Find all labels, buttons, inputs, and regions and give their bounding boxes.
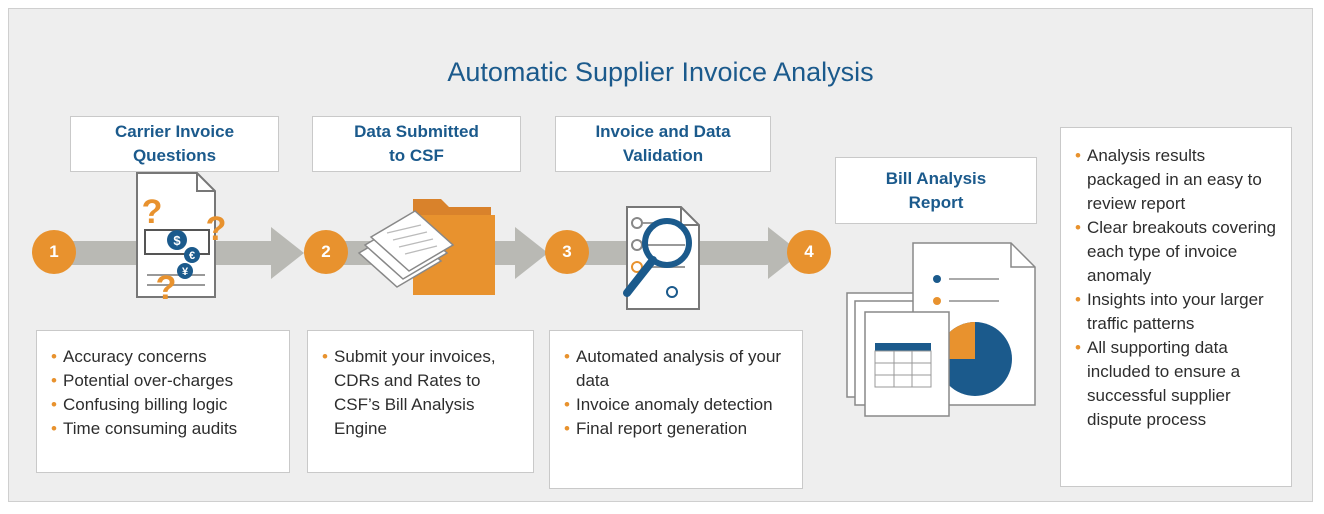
stage-3-title: Invoice and Data Validation (555, 116, 771, 172)
stage-4-title: Bill Analysis Report (835, 157, 1037, 224)
list-item: Submit your invoices, CDRs and Rates to … (322, 345, 521, 441)
question-mark-3: ? (156, 269, 177, 307)
magnifier-document-icon (623, 206, 700, 310)
step-4-badge: 4 (787, 230, 831, 274)
step-2-badge: 2 (304, 230, 348, 274)
list-item: Invoice anomaly detection (564, 393, 790, 417)
list-item: Clear breakouts covering each type of in… (1075, 216, 1279, 288)
yen-glyph: ¥ (182, 266, 189, 278)
flow-graphics: $ € ¥ ? ? ? (54, 172, 1036, 417)
step-1-badge: 1 (32, 230, 76, 274)
question-mark-1: ? (142, 193, 163, 231)
stage-1-title: Carrier Invoice Questions (70, 116, 279, 172)
question-mark-2: ? (206, 210, 227, 248)
diagram-panel: Automatic Supplier Invoice Analysis Carr… (8, 8, 1313, 502)
euro-glyph: € (189, 250, 195, 262)
list-item: Confusing billing logic (51, 393, 277, 417)
report-chart-icon (846, 242, 1036, 417)
stage-1-details: Accuracy concerns Potential over-charges… (36, 330, 290, 473)
step-3-badge: 3 (545, 230, 589, 274)
list-item: Automated analysis of your data (564, 345, 790, 393)
list-item: Time consuming audits (51, 417, 277, 441)
list-item: Accuracy concerns (51, 345, 277, 369)
dollar-glyph: $ (173, 233, 181, 248)
list-item: Analysis results packaged in an easy to … (1075, 144, 1279, 216)
documents-folder-icon (357, 199, 495, 295)
stage-3-details: Automated analysis of your data Invoice … (549, 330, 803, 489)
list-item: Insights into your larger traffic patter… (1075, 288, 1279, 336)
stage-2-details: Submit your invoices, CDRs and Rates to … (307, 330, 534, 473)
invoice-question-icon: $ € ¥ ? ? ? (136, 172, 227, 307)
diagram-title: Automatic Supplier Invoice Analysis (447, 57, 874, 87)
list-item: Final report generation (564, 417, 790, 441)
stage-4-details: Analysis results packaged in an easy to … (1060, 127, 1292, 487)
list-item: All supporting data included to ensure a… (1075, 336, 1279, 432)
list-item: Potential over-charges (51, 369, 277, 393)
stage-2-title: Data Submitted to CSF (312, 116, 521, 172)
